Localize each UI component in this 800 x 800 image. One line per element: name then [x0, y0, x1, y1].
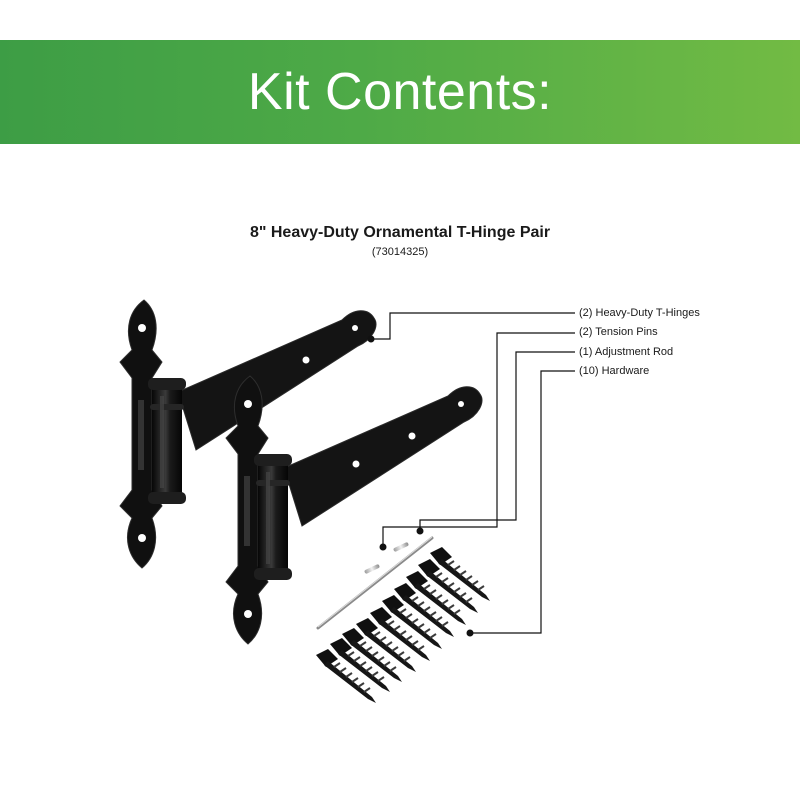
callout-line-adjustment-rod: [419, 351, 575, 531]
product-title: 8" Heavy-Duty Ornamental T-Hinge Pair: [249, 224, 551, 241]
product-sku: (73014325): [371, 246, 429, 258]
hardware-screws: [315, 546, 491, 704]
callout-dots: [367, 335, 474, 637]
legend-item-tension-pins: (2) Tension Pins: [579, 326, 658, 338]
banner-title: Kit Contents:: [247, 63, 553, 121]
legend-item-t-hinges: (2) Heavy-Duty T-Hinges: [579, 307, 700, 319]
legend-item-adjustment-rod: (1) Adjustment Rod: [579, 346, 674, 358]
header-banner: Kit Contents:: [0, 40, 800, 144]
callout-line-tension-pins: [382, 332, 575, 547]
callout-lines: [371, 312, 575, 634]
tension-pin-icon: [364, 542, 409, 574]
legend-item-hardware: (10) Hardware: [579, 365, 650, 377]
callout-line-t-hinges: [371, 312, 575, 340]
adjustment-rod-icon: [316, 536, 434, 630]
callout-line-hardware: [470, 370, 575, 634]
